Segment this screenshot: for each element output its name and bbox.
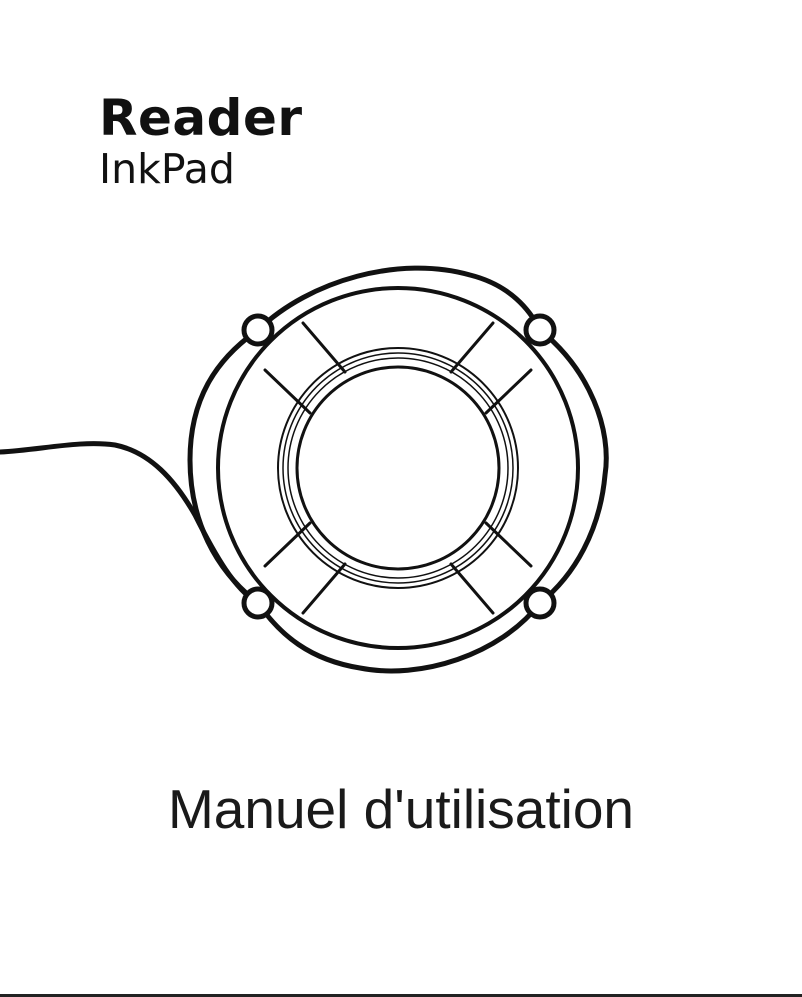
buoy-inner-ring	[277, 347, 519, 589]
brand-name: Reader	[99, 89, 303, 147]
model-name: InkPad	[99, 145, 235, 193]
rope-grommets	[241, 313, 557, 620]
buoy-stripes	[263, 321, 533, 615]
life-buoy-icon	[0, 265, 609, 674]
brand-logo: Reader InkPad	[99, 92, 303, 192]
document-title: Manuel d'utilisation	[167, 778, 635, 840]
buoy-outer-ring	[216, 286, 580, 650]
bottom-rule	[0, 994, 802, 997]
